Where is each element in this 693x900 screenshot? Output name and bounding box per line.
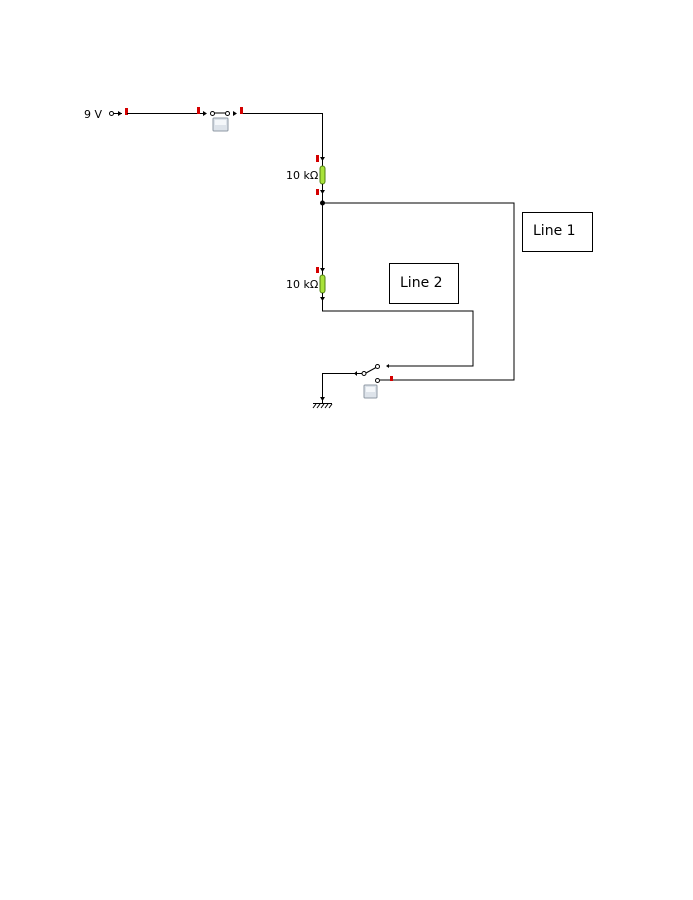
voltage-source-label: 9 V bbox=[84, 108, 102, 121]
wire bbox=[243, 113, 323, 160]
pin-marker bbox=[240, 107, 243, 114]
source-terminal bbox=[109, 111, 114, 116]
resistor-r1-label: 10 kΩ bbox=[286, 169, 318, 182]
pin-marker bbox=[390, 376, 393, 381]
arrow-icon bbox=[320, 297, 325, 301]
pin-marker bbox=[125, 108, 128, 115]
arrow-icon bbox=[320, 397, 325, 401]
changeover-switch[interactable] bbox=[354, 364, 393, 399]
arrow-icon bbox=[233, 111, 237, 116]
switch-blade bbox=[365, 367, 377, 374]
pin-marker bbox=[316, 155, 319, 162]
switch-contact-lower bbox=[375, 378, 380, 383]
ground-symbol bbox=[312, 397, 333, 409]
arrow-icon bbox=[320, 268, 325, 272]
wire-line-2 bbox=[322, 300, 474, 367]
switch-common bbox=[361, 371, 367, 376]
wire bbox=[322, 373, 362, 403]
switch-button[interactable] bbox=[363, 384, 378, 399]
arrow-icon bbox=[320, 190, 325, 194]
resistor-r2[interactable]: 10 kΩ bbox=[286, 267, 326, 301]
switch-contact bbox=[210, 111, 215, 116]
line-2-label: Line 2 bbox=[400, 275, 443, 291]
resistor-r1[interactable]: 10 kΩ bbox=[286, 155, 326, 195]
switch-contact bbox=[225, 111, 230, 116]
resistor-r2-label: 10 kΩ bbox=[286, 278, 318, 291]
switch-contact-upper bbox=[375, 364, 380, 369]
pin-marker bbox=[197, 107, 200, 114]
voltage-source[interactable]: 9 V bbox=[84, 108, 128, 121]
line-1-label: Line 1 bbox=[533, 223, 576, 239]
resistor-body bbox=[319, 165, 326, 185]
line-2-box[interactable]: Line 2 bbox=[389, 263, 459, 304]
switch-button[interactable] bbox=[212, 117, 229, 132]
wire-line-1 bbox=[322, 202, 515, 381]
arrow-icon bbox=[386, 364, 389, 368]
arrow-icon bbox=[320, 157, 325, 161]
arrow-icon bbox=[118, 111, 122, 116]
push-switch-top[interactable] bbox=[197, 107, 243, 132]
pin-marker bbox=[316, 189, 319, 195]
pin-marker bbox=[316, 267, 319, 273]
resistor-body bbox=[319, 274, 326, 294]
line-1-box[interactable]: Line 1 bbox=[522, 212, 593, 252]
arrow-icon bbox=[203, 111, 207, 116]
